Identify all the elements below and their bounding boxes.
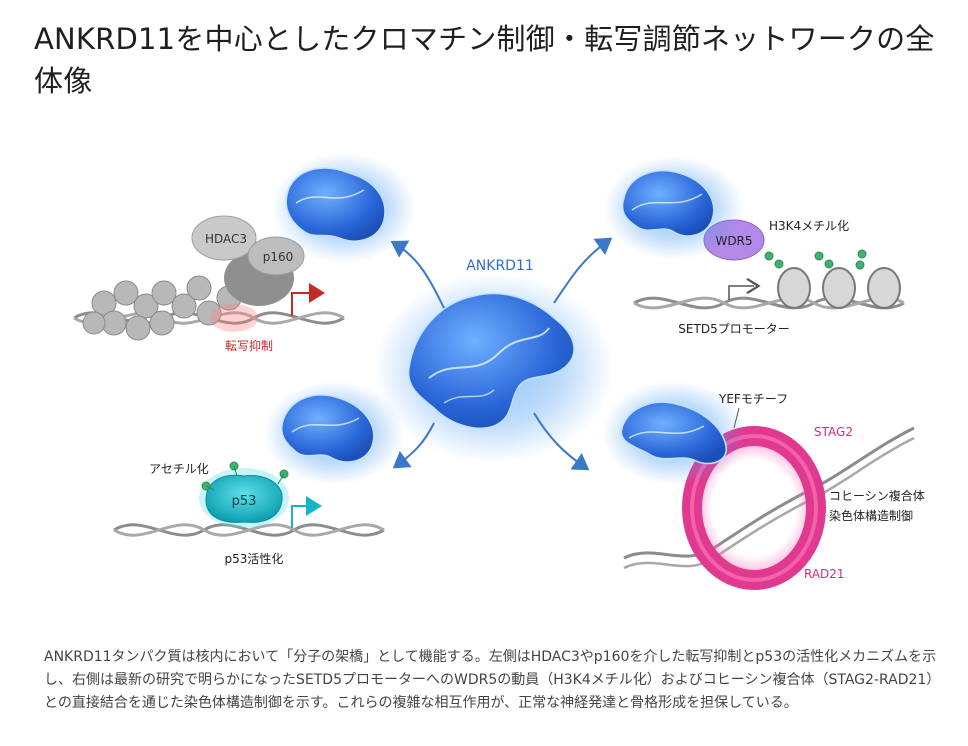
p160-label: p160: [263, 250, 294, 264]
ankrd11-center-protein: [374, 273, 614, 463]
rad21-label: RAD21: [804, 567, 845, 581]
top-right-panel: SETD5プロモーター WDR5 H3K4メチル化: [604, 156, 904, 336]
hdac3-label: HDAC3: [205, 232, 247, 246]
p53-label: p53: [232, 494, 257, 509]
setd5-promoter-label: SETD5プロモーター: [678, 322, 789, 336]
diagram-svg: ANKRD11 HDAC3 p160 転写抑制: [34, 128, 950, 618]
figure-caption: ANKRD11タンパク質は核内において「分子の架橋」として機能する。左側はHDA…: [44, 646, 948, 715]
stag2-label: STAG2: [814, 425, 853, 439]
top-left-panel: HDAC3 p160 転写抑制: [74, 153, 416, 353]
bottom-right-panel: STAG2 RAD21 コヒーシン複合体 染色体構造制御 YEFモチーフ: [602, 381, 925, 588]
bottom-left-panel: p53 アセチル化 p53活性化: [114, 381, 404, 566]
repression-label: 転写抑制: [225, 338, 273, 353]
page-title: ANKRD11を中心としたクロマチン制御・転写調節ネットワークの全体像: [34, 18, 954, 102]
center-label: ANKRD11: [466, 258, 534, 274]
nucleosomes-top-right: [778, 268, 900, 308]
p53-activation-label: p53活性化: [225, 552, 284, 566]
methyl-marks: [765, 250, 866, 269]
cohesin-complex-label: コヒーシン複合体: [829, 488, 925, 503]
diagram: ANKRD11 HDAC3 p160 転写抑制: [34, 128, 950, 618]
chromosome-structure-label: 染色体構造制御: [829, 508, 913, 523]
acetylation-label: アセチル化: [149, 462, 209, 476]
h3k4-label: H3K4メチル化: [769, 219, 849, 233]
